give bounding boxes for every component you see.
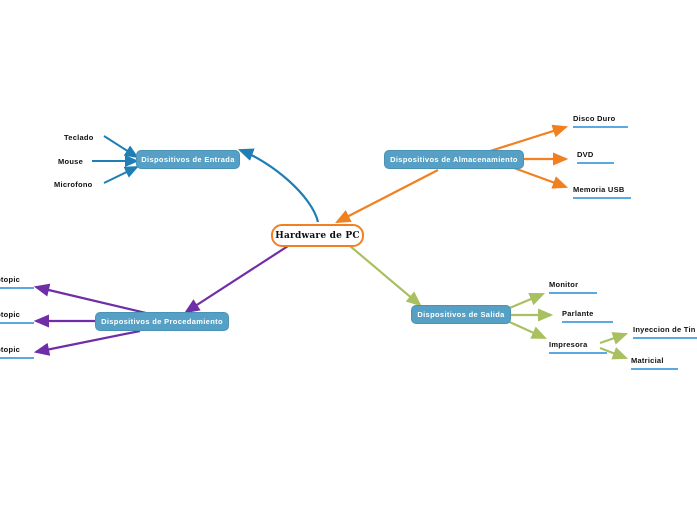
branch-node-entrada[interactable]: Dispositivos de Entrada [136, 150, 240, 169]
leaf-node-subtopic-3-label: Subtopic [0, 345, 21, 354]
branch-node-procedamiento-label: Dispositivos de Procedamiento [101, 317, 223, 326]
leaf-node-impresora[interactable]: Impresora [549, 340, 607, 354]
branch-node-procedamiento[interactable]: Dispositivos de Procedamiento [95, 312, 229, 331]
leaf-node-disco-duro-label: Disco Duro [573, 114, 616, 123]
leaf-node-inyeccion-de-tinta-label: Inyeccion de Tin [633, 325, 696, 334]
leaf-node-matricial[interactable]: Matricial [631, 356, 678, 370]
branch-node-almacenamiento-label: Dispositivos de Almacenamiento [390, 155, 518, 164]
leaf-node-memoria-usb-underline [573, 197, 631, 199]
root-node-label: Hardware de PC [275, 230, 360, 241]
leaf-node-subtopic-3[interactable]: Subtopic [0, 345, 34, 359]
leaf-node-subtopic-2[interactable]: Subtopic [0, 310, 34, 324]
leaf-node-subtopic-1-underline [0, 287, 34, 289]
leaf-node-subtopic-2-label: Subtopic [0, 310, 21, 319]
leaf-node-microfono-label: Microfono [54, 180, 93, 189]
leaf-node-monitor[interactable]: Monitor [549, 280, 597, 294]
leaf-node-inyeccion-de-tinta[interactable]: Inyeccion de Tin [633, 325, 697, 339]
branch-node-salida[interactable]: Dispositivos de Salida [411, 305, 511, 324]
leaf-node-monitor-underline [549, 292, 597, 294]
leaf-node-subtopic-1[interactable]: Subtopic [0, 275, 34, 289]
leaf-node-mouse[interactable]: Mouse [58, 157, 83, 166]
leaf-node-subtopic-1-label: Subtopic [0, 275, 21, 284]
leaf-node-dvd-label: DVD [577, 150, 594, 159]
branch-node-almacenamiento[interactable]: Dispositivos de Almacenamiento [384, 150, 524, 169]
leaf-node-matricial-label: Matricial [631, 356, 664, 365]
leaf-node-microfono[interactable]: Microfono [54, 180, 93, 189]
leaf-node-parlante-label: Parlante [562, 309, 594, 318]
leaf-node-impresora-label: Impresora [549, 340, 588, 349]
leaf-node-dvd[interactable]: DVD [577, 150, 614, 164]
leaf-node-parlante[interactable]: Parlante [562, 309, 613, 323]
leaf-node-mouse-label: Mouse [58, 157, 84, 166]
leaf-node-teclado[interactable]: Teclado [64, 133, 94, 142]
leaf-node-disco-duro[interactable]: Disco Duro [573, 114, 628, 128]
leaf-node-monitor-label: Monitor [549, 280, 579, 289]
leaf-node-inyeccion-de-tinta-underline [633, 337, 697, 339]
leaf-node-disco-duro-underline [573, 126, 628, 128]
leaf-node-teclado-label: Teclado [64, 133, 94, 142]
leaf-node-subtopic-3-underline [0, 357, 34, 359]
leaf-node-memoria-usb-label: Memoria USB [573, 185, 625, 194]
leaf-node-subtopic-2-underline [0, 322, 34, 324]
branch-node-entrada-label: Dispositivos de Entrada [141, 155, 235, 164]
leaf-node-memoria-usb[interactable]: Memoria USB [573, 185, 631, 199]
branch-node-salida-label: Dispositivos de Salida [417, 310, 505, 319]
leaf-node-impresora-underline [549, 352, 607, 354]
leaf-node-matricial-underline [631, 368, 678, 370]
root-node[interactable]: Hardware de PC [271, 224, 364, 247]
leaf-node-parlante-underline [562, 321, 613, 323]
leaf-node-dvd-underline [577, 162, 614, 164]
